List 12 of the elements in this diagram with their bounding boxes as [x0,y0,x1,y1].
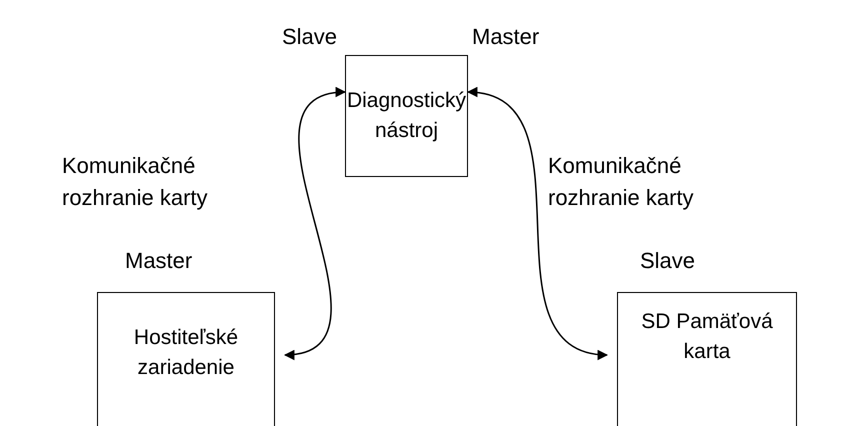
curved-arrow [466,88,608,358]
node-text: SD Pamäťová karta [640,309,774,365]
role-label: Slave [282,24,338,50]
process-box [345,55,468,177]
role-label: Master [472,24,540,50]
process-box [97,292,275,426]
curved-arrow [284,88,346,358]
node-text: Hostiteľské zariadenie [132,325,240,381]
process-box [617,292,797,426]
role-label: Slave [640,248,696,274]
node-text: Diagnostický nástroj [346,88,468,144]
role-label: Master [125,248,192,274]
